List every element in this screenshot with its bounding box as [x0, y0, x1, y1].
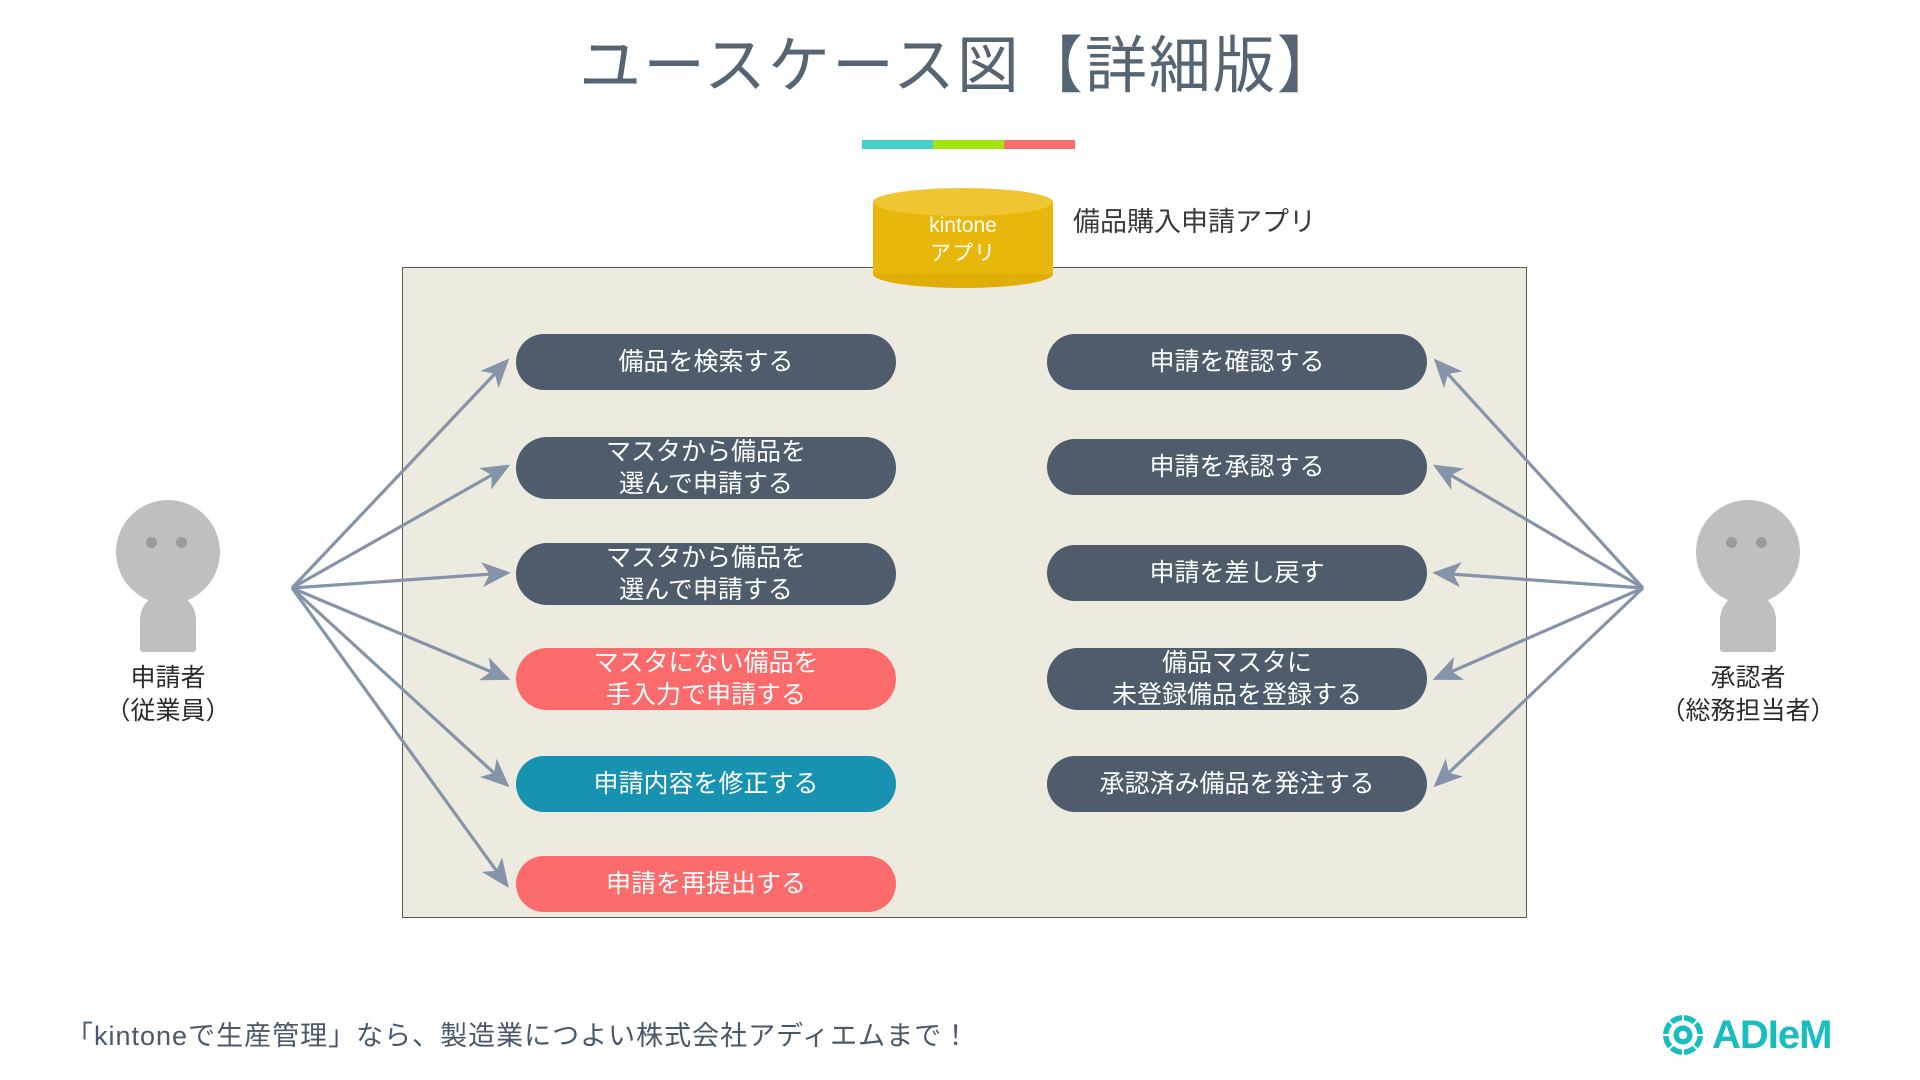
cylinder-label: kintone アプリ — [873, 212, 1053, 269]
app-name-label: 備品購入申請アプリ — [1073, 207, 1316, 237]
actor-figure-icon — [1688, 500, 1808, 652]
usecase-edit-application[interactable]: 申請内容を修正する — [516, 756, 896, 812]
usecase-label-line1: マスタにない備品を — [593, 649, 819, 677]
usecase-reject-application[interactable]: 申請を差し戻す — [1047, 545, 1427, 601]
usecase-label-line2: 選んで申請する — [619, 470, 793, 498]
actor-head — [116, 500, 220, 604]
usecase-label: マスタにない備品を 手入力で申請する — [593, 647, 818, 711]
usecase-apply-from-master-1[interactable]: マスタから備品を 選んで申請する — [516, 437, 896, 499]
kintone-app-cylinder-icon: kintone アプリ — [873, 188, 1053, 288]
gear-icon — [1663, 1015, 1703, 1055]
cylinder-label-line1: kintone — [929, 214, 997, 237]
usecase-label-line1: マスタから備品を — [605, 438, 806, 466]
usecase-manual-entry-apply[interactable]: マスタにない備品を 手入力で申請する — [516, 648, 896, 710]
usecase-label-line1: 備品マスタに — [1161, 649, 1312, 677]
accent-segment-teal — [862, 140, 934, 149]
actor-label: 申請者 （従業員） — [68, 662, 268, 727]
actor-body — [1720, 592, 1776, 652]
usecase-apply-from-master-2[interactable]: マスタから備品を 選んで申請する — [516, 543, 896, 605]
usecase-label: 備品マスタに 未登録備品を登録する — [1112, 647, 1362, 711]
actor-eye-left — [146, 537, 157, 548]
usecase-label: 申請を確認する — [1149, 348, 1325, 376]
footer-tagline: 「kintoneで生産管理」なら、製造業につよい株式会社アディエムまで！ — [66, 1021, 971, 1051]
usecase-label-line2: 選んで申請する — [619, 576, 793, 604]
usecase-label: 申請を差し戻す — [1149, 559, 1325, 587]
actor-figure-icon — [108, 500, 228, 652]
usecase-label: 申請を再提出する — [605, 870, 806, 898]
actor-name: 申請者 — [130, 664, 206, 692]
usecase-label-line1: マスタから備品を — [605, 544, 806, 572]
usecase-check-application[interactable]: 申請を確認する — [1047, 334, 1427, 390]
logo-wordmark: ADIeM — [1712, 1013, 1832, 1057]
usecase-label-line2: 未登録備品を登録する — [1111, 681, 1362, 709]
usecase-label: 申請を承認する — [1149, 453, 1325, 481]
actor-role: （総務担当者） — [1660, 696, 1836, 725]
cylinder-label-line2: アプリ — [930, 242, 996, 266]
actor-approver[interactable]: 承認者 （総務担当者） — [1648, 500, 1848, 727]
actor-eye-left — [1726, 537, 1737, 548]
usecase-label: 備品を検索する — [618, 348, 794, 376]
page-title: ユースケース図【詳細版】 — [579, 32, 1341, 101]
actor-eye-right — [176, 537, 187, 548]
usecase-register-equipment-master[interactable]: 備品マスタに 未登録備品を登録する — [1047, 648, 1427, 710]
usecase-search-equipment[interactable]: 備品を検索する — [516, 334, 896, 390]
usecase-label: マスタから備品を 選んで申請する — [606, 542, 806, 606]
usecase-label-line2: 手入力で申請する — [605, 681, 806, 709]
usecase-order-approved-equipment[interactable]: 承認済み備品を発注する — [1047, 756, 1427, 812]
actor-applicant[interactable]: 申請者 （従業員） — [68, 500, 268, 727]
adiem-logo: ADIeM — [1660, 1012, 1832, 1058]
accent-segment-green — [933, 140, 1005, 149]
actor-eye-right — [1756, 537, 1767, 548]
usecase-label: 承認済み備品を発注する — [1099, 770, 1375, 798]
actor-label: 承認者 （総務担当者） — [1648, 662, 1848, 727]
usecase-label: マスタから備品を 選んで申請する — [606, 436, 806, 500]
actor-body — [140, 592, 196, 652]
actor-name: 承認者 — [1710, 664, 1786, 692]
usecase-resubmit-application[interactable]: 申請を再提出する — [516, 856, 896, 912]
usecase-label: 申請内容を修正する — [593, 770, 819, 798]
actor-role: （従業員） — [105, 696, 231, 725]
cylinder-top — [873, 188, 1053, 216]
usecase-approve-application[interactable]: 申請を承認する — [1047, 439, 1427, 495]
title-accent-bar — [862, 140, 1075, 149]
accent-segment-red — [1004, 140, 1075, 149]
actor-head — [1696, 500, 1800, 604]
